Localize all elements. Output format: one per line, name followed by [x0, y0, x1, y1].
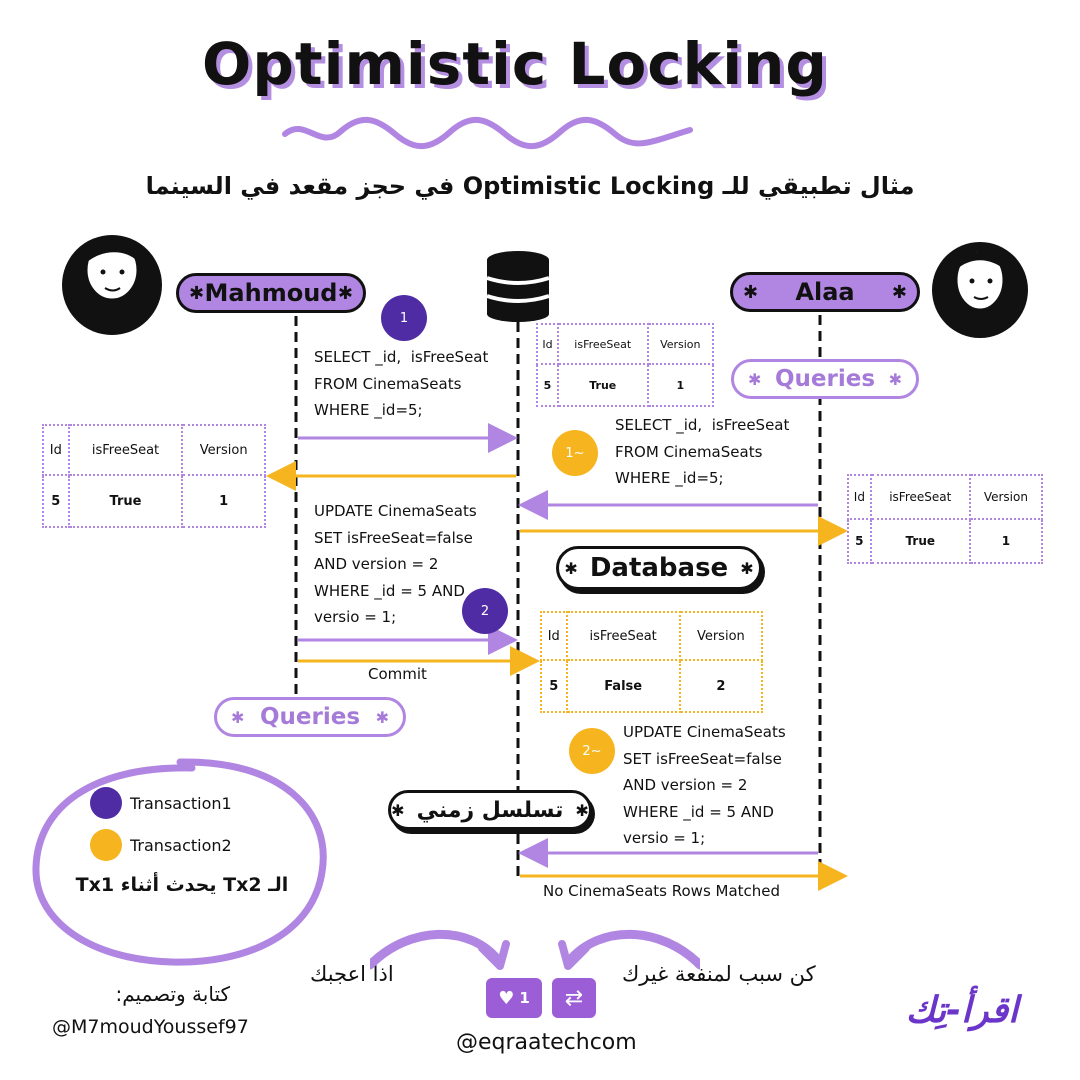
subtitle: مثال تطبيقي للـ Optimistic Locking في حج…: [145, 172, 915, 200]
table-header: Version: [968, 474, 1044, 520]
repost-button[interactable]: ⇄: [552, 978, 596, 1018]
tx2-select-query: SELECT _id, isFreeSeat FROM CinemaSeats …: [615, 416, 790, 487]
asterisk-icon: ✱: [375, 707, 389, 727]
male-avatar-icon: [62, 235, 162, 335]
table-cell: 5: [42, 474, 70, 528]
db-table-initial: Id isFreeSeat Version 5 True 1: [536, 323, 715, 407]
actor-alaa: ✱ Alaa ✱: [730, 272, 920, 312]
page-title: Optimistic Locking: [202, 30, 828, 98]
asterisk-icon: ✱: [189, 282, 205, 304]
table-header: Id: [536, 323, 559, 365]
tx2-update-query: UPDATE CinemaSeats SET isFreeSeat=false …: [623, 723, 786, 847]
table-cell: 5: [536, 363, 559, 407]
female-avatar-icon: [932, 242, 1028, 338]
table-header: Version: [181, 424, 266, 476]
step-badge-tx2-read: 1~: [552, 430, 598, 476]
table-header: Id: [847, 474, 872, 520]
table-cell: True: [67, 474, 184, 528]
tx1-result-table: Id isFreeSeat Version 5 True 1: [42, 424, 266, 528]
asterisk-icon: ✱: [575, 800, 589, 820]
table-cell: 1: [181, 474, 266, 528]
table-cell: 2: [678, 659, 764, 713]
like-button[interactable]: ♥ 1: [486, 978, 542, 1018]
table-cell: 5: [540, 659, 568, 713]
queries-pill-left: ✱ Queries ✱: [214, 697, 406, 737]
purple-dot-icon: [90, 787, 122, 819]
asterisk-icon: ✱: [337, 282, 353, 304]
table-header: isFreeSeat: [869, 474, 971, 520]
like-text: اذا اعجبك: [310, 962, 394, 986]
asterisk-icon: ✱: [743, 281, 759, 303]
legend-tx1: Transaction1: [90, 787, 232, 819]
yellow-dot-icon: [90, 829, 122, 861]
table-cell: 1: [646, 363, 715, 407]
share-text: كن سبب لمنفعة غيرك: [622, 962, 816, 986]
legend-circle-outline: [32, 758, 327, 966]
asterisk-icon: ✱: [891, 281, 907, 303]
table-header: isFreeSeat: [67, 424, 184, 476]
asterisk-icon: ✱: [564, 558, 578, 578]
tx1-update-query: UPDATE CinemaSeats SET isFreeSeat=false …: [314, 502, 477, 626]
actor-mahmoud: ✱ Mahmoud ✱: [176, 273, 366, 313]
database-pill: ✱ Database ✱: [556, 546, 762, 590]
step-badge-tx1-read: 1: [381, 295, 427, 341]
table-cell: False: [565, 659, 681, 713]
table-header: Version: [678, 611, 764, 661]
database-icon: [486, 251, 550, 322]
repost-icon: ⇄: [564, 985, 584, 1011]
author-handle: @M7moudYoussef97: [52, 1016, 249, 1038]
asterisk-icon: ✱: [231, 707, 245, 727]
step-badge-tx2-update: 2~: [569, 728, 615, 774]
heart-icon: ♥: [498, 987, 515, 1009]
table-cell: True: [556, 363, 649, 407]
tx1-select-query: SELECT _id, isFreeSeat FROM CinemaSeats …: [314, 348, 489, 419]
queries-pill-right: ✱ Queries ✱: [731, 359, 919, 399]
site-logo: اقرأ-تِك: [905, 990, 1019, 1031]
db-table-updated: Id isFreeSeat Version 5 False 2: [540, 611, 764, 713]
table-header: Id: [540, 611, 568, 661]
table-header: isFreeSeat: [556, 323, 649, 365]
commit-label: Commit: [368, 665, 427, 683]
step-badge-tx1-update: 2: [462, 588, 508, 634]
table-header: Version: [646, 323, 715, 365]
title-underline-squiggle: [282, 116, 693, 150]
asterisk-icon: ✱: [391, 800, 405, 820]
site-handle: @eqraatechcom: [456, 1030, 637, 1055]
asterisk-icon: ✱: [748, 369, 762, 389]
legend-note: الـ Tx2 يحدث أثناء Tx1: [75, 874, 289, 896]
asterisk-icon: ✱: [740, 558, 754, 578]
asterisk-icon: ✱: [888, 369, 902, 389]
no-rows-label: No CinemaSeats Rows Matched: [543, 882, 781, 900]
table-cell: 5: [847, 518, 872, 564]
table-header: isFreeSeat: [565, 611, 681, 661]
table-header: Id: [42, 424, 70, 476]
legend-tx2: Transaction2: [90, 829, 232, 861]
author-label: كتابة وتصميم:: [115, 982, 230, 1006]
tx2-result-table: Id isFreeSeat Version 5 True 1: [847, 474, 1044, 564]
timeline-pill: ✱ تسلسل زمني ✱: [388, 790, 592, 830]
curved-arrows-icon: [370, 929, 700, 970]
table-cell: True: [869, 518, 971, 564]
table-cell: 1: [968, 518, 1044, 564]
